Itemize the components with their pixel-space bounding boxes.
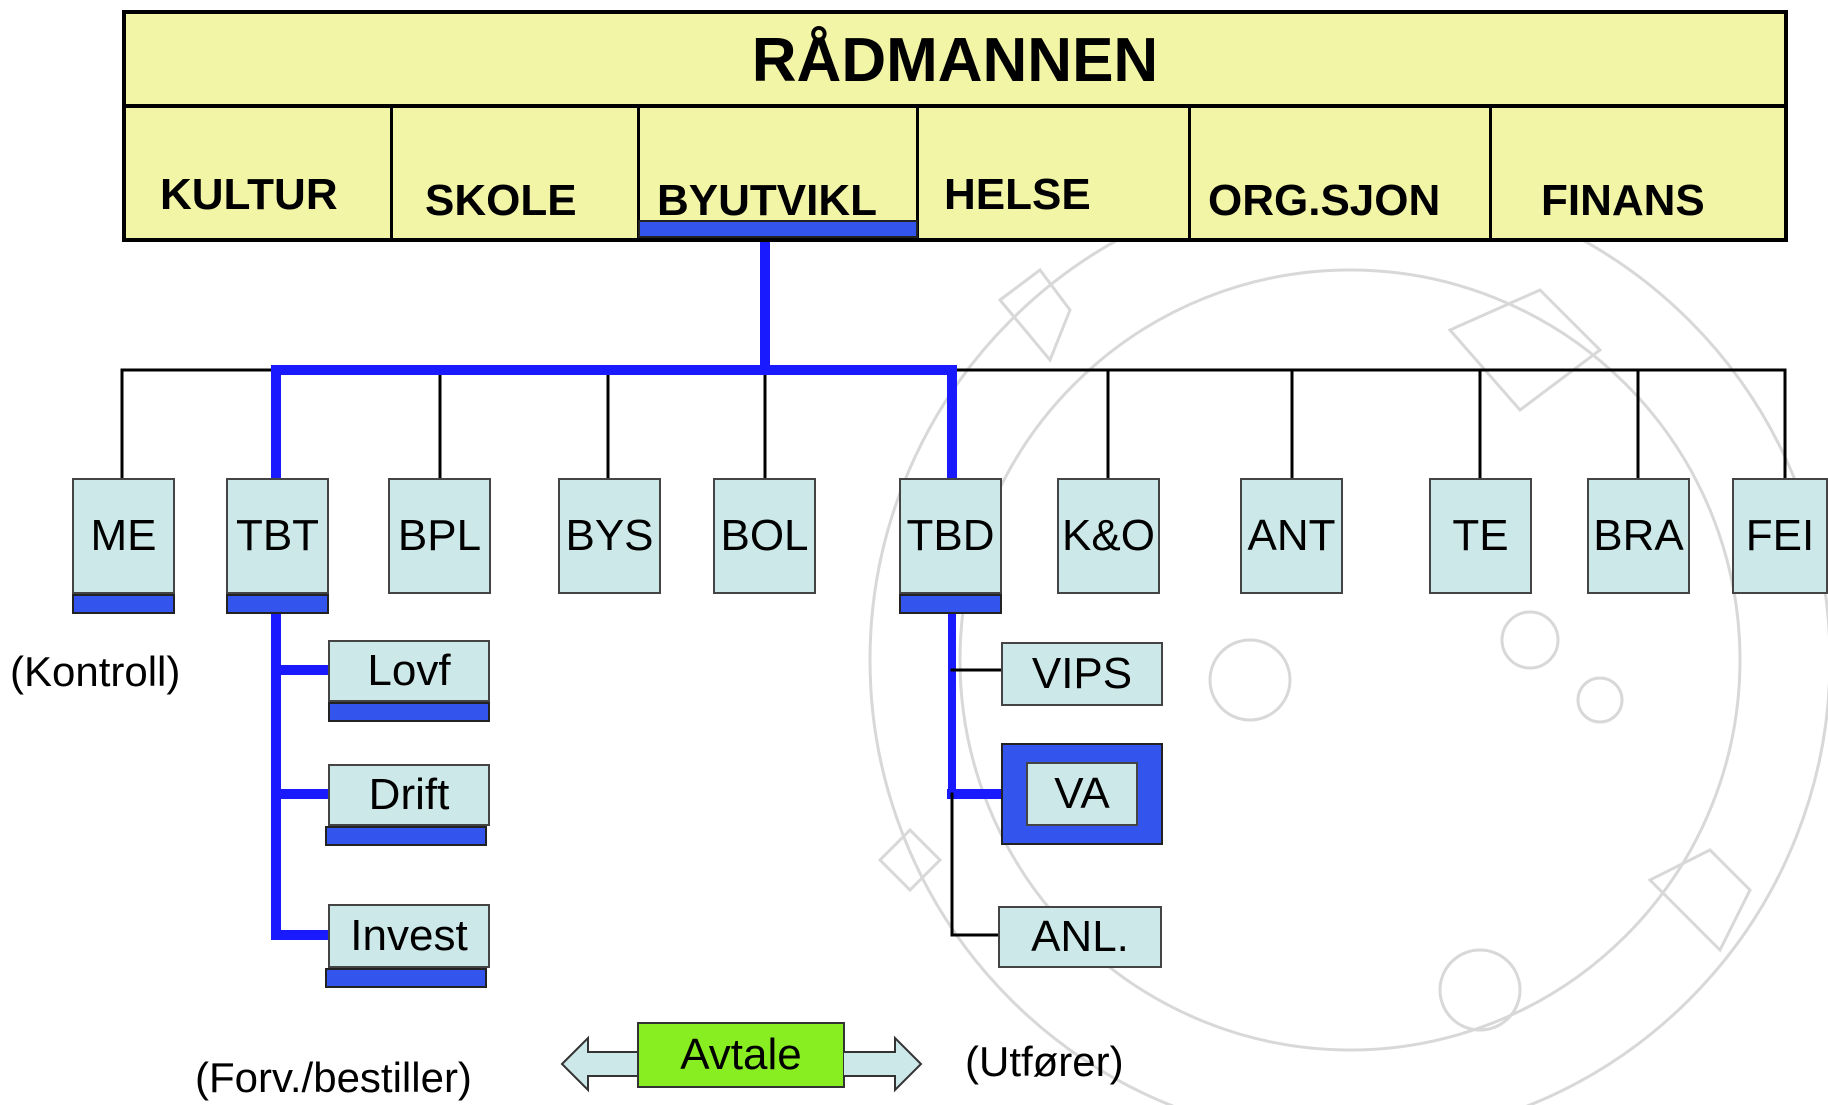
dept-orgsjon: ORG.SJON: [1208, 176, 1441, 225]
tbt-child-drift: Drift: [328, 764, 490, 826]
tbt-child-drift-bar: [325, 826, 487, 846]
tbd-child-vips: VIPS: [1001, 642, 1163, 706]
raadmannen-block: [122, 10, 1788, 242]
tbd-child-va: VA: [1026, 762, 1138, 826]
dept-separator: [390, 108, 393, 238]
unit-tbd: TBD: [899, 478, 1002, 594]
unit-tbd-bar: [899, 594, 1002, 614]
dept-separator: [1188, 108, 1191, 238]
dept-byutvikl-highlight-bar: [638, 220, 918, 238]
header-divider: [126, 104, 1784, 108]
note-bestiller: (Forv./bestiller): [195, 1054, 472, 1101]
unit-tbt: TBT: [226, 478, 329, 594]
unit-bpl: BPL: [388, 478, 491, 594]
dept-skole: SKOLE: [425, 176, 577, 225]
dept-separator: [637, 104, 640, 238]
unit-me-bar: [72, 594, 175, 614]
dept-helse: HELSE: [944, 170, 1091, 219]
right-arrow-icon: [843, 1035, 923, 1093]
unit-te: TE: [1429, 478, 1532, 594]
dept-finans: FINANS: [1541, 176, 1705, 225]
unit-ant: ANT: [1240, 478, 1343, 594]
tbt-child-lovf-bar: [328, 702, 490, 722]
agreement-box: Avtale: [637, 1022, 845, 1088]
tbt-child-invest: Invest: [328, 904, 490, 968]
unit-bys: BYS: [558, 478, 661, 594]
unit-ko: K&O: [1057, 478, 1160, 594]
unit-me: ME: [72, 478, 175, 594]
raadmannen-title: RÅDMANNEN: [751, 25, 1159, 95]
tbt-child-invest-bar: [325, 968, 487, 988]
dept-byutvikl: BYUTVIKL: [657, 176, 877, 224]
tbt-child-lovf: Lovf: [328, 640, 490, 702]
dept-separator: [916, 108, 919, 238]
unit-bra: BRA: [1587, 478, 1690, 594]
tbd-child-anl: ANL.: [998, 906, 1162, 968]
note-utforer: (Utfører): [965, 1038, 1124, 1085]
unit-fei: FEI: [1732, 478, 1828, 594]
unit-bol: BOL: [713, 478, 816, 594]
unit-tbt-bar: [226, 594, 329, 614]
dept-kultur: KULTUR: [160, 170, 338, 219]
dept-separator: [1489, 104, 1492, 238]
note-kontroll: (Kontroll): [10, 648, 181, 695]
